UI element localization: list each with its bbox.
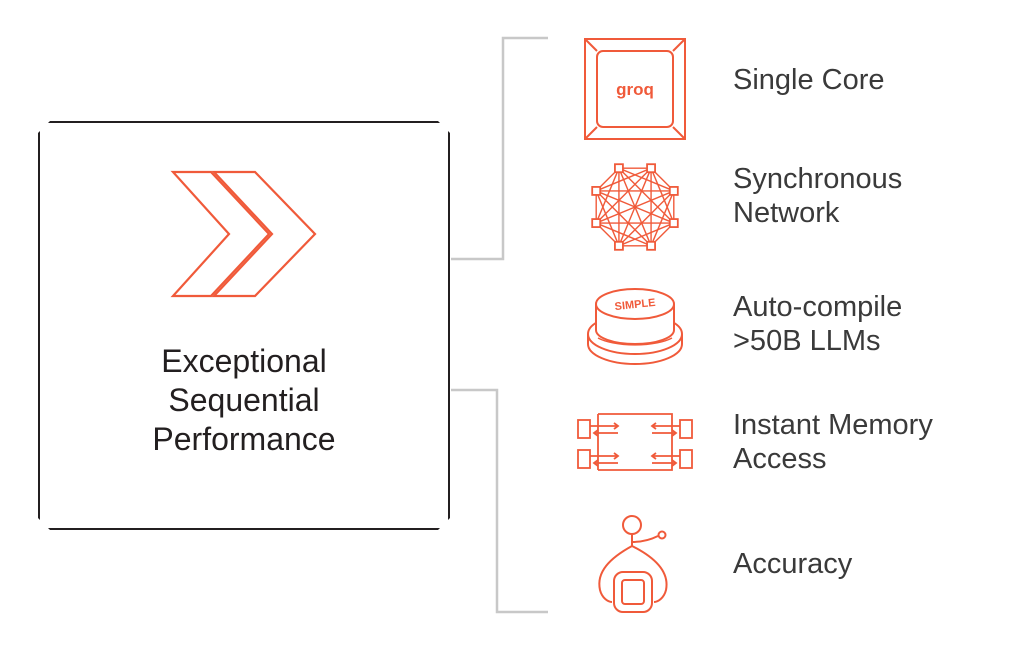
- memory-access-icon: [577, 413, 693, 471]
- feature-label-line: Access: [733, 443, 827, 475]
- feature-label-line: Single Core: [733, 64, 885, 96]
- feature-label-line: Network: [733, 197, 840, 229]
- main-title: Exceptional Sequential Performance: [38, 342, 450, 459]
- main-feature-box: [38, 121, 450, 530]
- feature-label-line: Instant Memory: [733, 409, 933, 441]
- mesh-node: [591, 186, 602, 196]
- chip-logo-text: groq: [616, 80, 654, 99]
- main-title-line-2: Sequential: [168, 382, 320, 418]
- double-chevron-icon: [170, 170, 317, 298]
- mesh-node: [646, 163, 656, 174]
- feature-label-line: Synchronous: [733, 163, 903, 195]
- feature-label-auto-compile: Auto-compile >50B LLMs: [733, 290, 902, 358]
- feature-label-line: >50B LLMs: [733, 325, 881, 357]
- mesh-node: [668, 186, 679, 196]
- button-text: SIMPLE: [614, 297, 656, 313]
- mesh-node: [668, 218, 679, 228]
- feature-label-line: Auto-compile: [733, 291, 903, 323]
- feature-label-synchronous-network: Synchronous Network: [733, 162, 902, 230]
- main-title-line-1: Exceptional: [161, 343, 327, 379]
- mesh-node: [614, 240, 624, 251]
- mesh-node: [591, 218, 602, 228]
- feature-label-instant-memory: Instant Memory Access: [733, 408, 933, 476]
- chip-icon: groq: [584, 38, 686, 140]
- network-mesh-icon: [591, 163, 679, 251]
- mesh-node: [614, 163, 624, 174]
- feature-label-accuracy: Accuracy: [733, 547, 852, 581]
- simple-button-icon: SIMPLE: [587, 288, 683, 365]
- main-title-line-3: Performance: [152, 421, 336, 457]
- mesh-node: [646, 240, 656, 251]
- feature-label-line: Accuracy: [733, 548, 853, 580]
- accuracy-icon: [598, 515, 668, 613]
- feature-label-single-core: Single Core: [733, 63, 885, 97]
